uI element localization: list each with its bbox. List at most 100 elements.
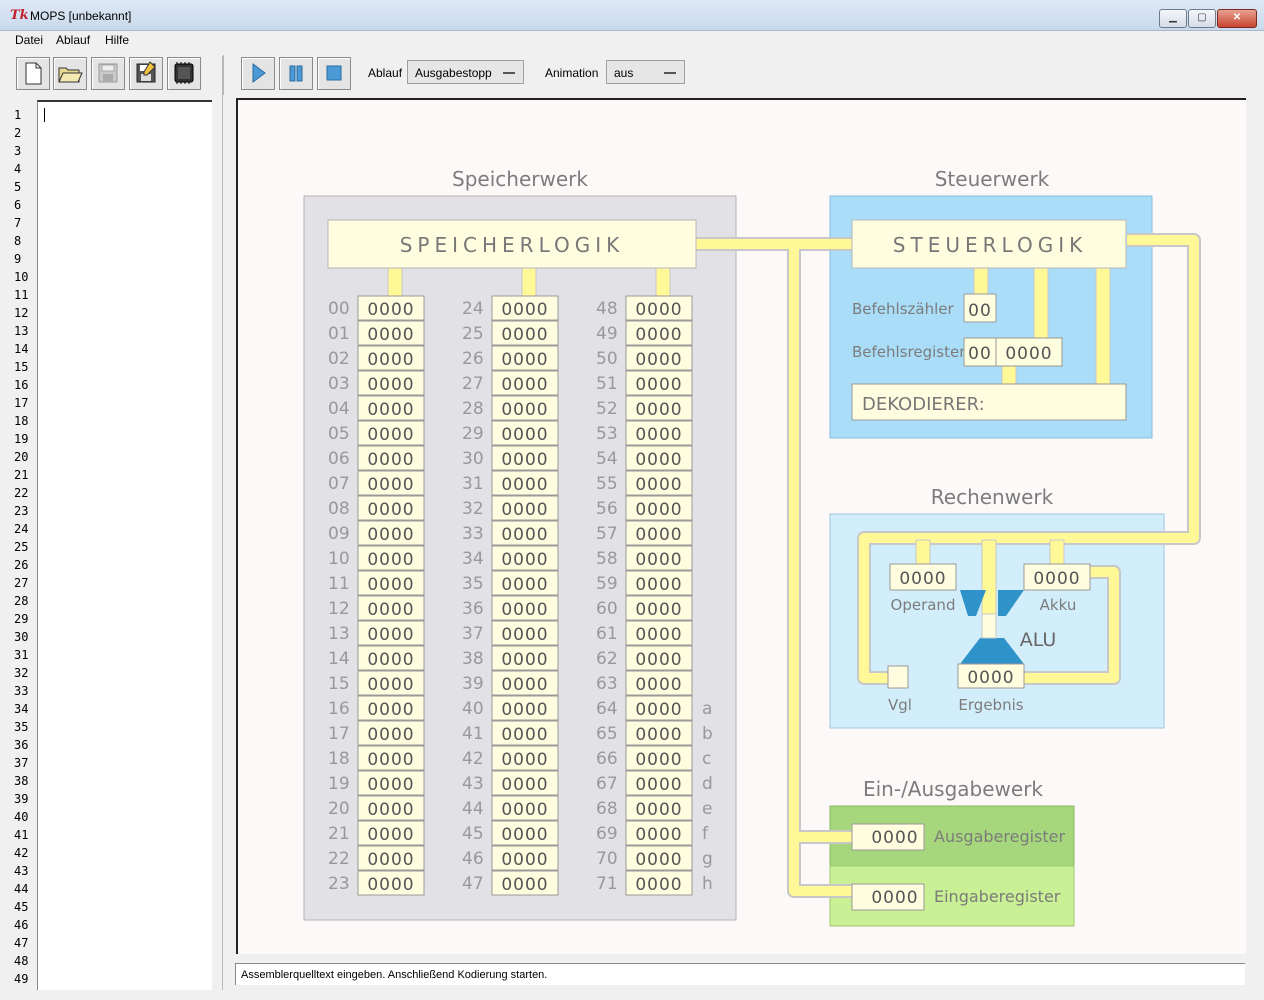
memory-cell[interactable]	[625, 470, 693, 496]
memory-cell[interactable]	[625, 520, 693, 546]
memory-cell[interactable]	[491, 795, 559, 821]
memory-cell[interactable]	[625, 570, 693, 596]
memory-value: 0000	[635, 825, 682, 845]
menu-hilfe[interactable]: Hilfe	[105, 33, 130, 47]
memory-cell[interactable]	[491, 570, 559, 596]
memory-cell[interactable]	[357, 370, 425, 396]
memory-cell[interactable]	[625, 820, 693, 846]
window-title: MOPS [unbekannt]	[30, 9, 132, 23]
memory-address: 66	[596, 749, 618, 769]
memory-cell[interactable]	[491, 320, 559, 346]
memory-value: 0000	[367, 625, 414, 645]
memory-cell[interactable]	[357, 420, 425, 446]
memory-cell[interactable]	[625, 620, 693, 646]
memory-cell[interactable]	[491, 445, 559, 471]
memory-cell[interactable]	[625, 595, 693, 621]
memory-cell[interactable]	[625, 395, 693, 421]
new-file-button[interactable]	[16, 57, 50, 90]
memory-cell[interactable]	[491, 345, 559, 371]
menu-datei[interactable]: Datei	[15, 33, 44, 47]
memory-cell[interactable]	[625, 645, 693, 671]
source-editor[interactable]	[37, 100, 212, 990]
control-stubs	[973, 267, 1111, 385]
memory-cell[interactable]	[491, 820, 559, 846]
memory-cell[interactable]	[357, 295, 425, 321]
memory-cell[interactable]	[357, 345, 425, 371]
memory-cell[interactable]	[357, 470, 425, 496]
memory-cell[interactable]	[491, 520, 559, 546]
memory-cell[interactable]	[491, 545, 559, 571]
run-button[interactable]	[241, 57, 275, 90]
memory-cell[interactable]	[357, 720, 425, 746]
memory-cell[interactable]	[491, 420, 559, 446]
save-button[interactable]	[91, 57, 125, 90]
memory-cell[interactable]	[357, 670, 425, 696]
memory-cell[interactable]	[625, 845, 693, 871]
memory-cell[interactable]	[357, 570, 425, 596]
memory-cell[interactable]	[357, 520, 425, 546]
animation-select[interactable]: aus	[606, 60, 685, 84]
memory-cell[interactable]	[625, 770, 693, 796]
memory-cell[interactable]	[491, 745, 559, 771]
memory-cell[interactable]	[625, 345, 693, 371]
memory-cell[interactable]	[491, 845, 559, 871]
memory-cell[interactable]	[625, 320, 693, 346]
memory-cell[interactable]	[491, 370, 559, 396]
memory-cell[interactable]	[625, 445, 693, 471]
memory-cell[interactable]	[357, 645, 425, 671]
memory-cell[interactable]	[491, 695, 559, 721]
menu-ablauf[interactable]: Ablauf	[56, 33, 91, 47]
memory-cell[interactable]	[491, 595, 559, 621]
memory-cell[interactable]	[625, 370, 693, 396]
animation-label: Animation	[545, 66, 599, 80]
memory-cell[interactable]	[491, 870, 559, 896]
memory-cell[interactable]	[625, 420, 693, 446]
pause-button[interactable]	[279, 57, 313, 90]
memory-cell[interactable]	[625, 670, 693, 696]
memory-cell[interactable]	[491, 720, 559, 746]
maximize-button[interactable]: ▢	[1188, 9, 1216, 28]
memory-cell[interactable]	[357, 545, 425, 571]
memory-cell[interactable]	[357, 320, 425, 346]
input-register[interactable]	[851, 883, 925, 911]
minimize-button[interactable]: ▁	[1159, 9, 1187, 28]
memory-cell[interactable]	[491, 295, 559, 321]
memory-cell[interactable]	[491, 495, 559, 521]
open-file-button[interactable]	[53, 57, 87, 90]
close-button[interactable]: ✕	[1217, 9, 1257, 28]
memory-cell[interactable]	[625, 495, 693, 521]
memory-cell[interactable]	[357, 745, 425, 771]
memory-cell[interactable]	[625, 545, 693, 571]
memory-cell[interactable]	[357, 695, 425, 721]
pane-splitter[interactable]	[222, 56, 223, 991]
memory-cell[interactable]	[357, 845, 425, 871]
memory-cell[interactable]	[357, 870, 425, 896]
memory-cell[interactable]	[357, 445, 425, 471]
memory-cell[interactable]	[357, 820, 425, 846]
memory-cell[interactable]	[625, 745, 693, 771]
memory-cell[interactable]	[357, 795, 425, 821]
ir-arg-value: 0000	[1005, 344, 1052, 364]
memory-cell[interactable]	[491, 395, 559, 421]
memory-cell[interactable]	[491, 620, 559, 646]
memory-cell[interactable]	[625, 720, 693, 746]
memory-cell[interactable]	[357, 495, 425, 521]
memory-cell[interactable]	[491, 770, 559, 796]
memory-cell[interactable]	[625, 295, 693, 321]
memory-cell[interactable]	[357, 595, 425, 621]
save-as-button[interactable]	[129, 57, 163, 90]
memory-cell[interactable]	[357, 770, 425, 796]
memory-cell[interactable]	[625, 795, 693, 821]
line-number: 36	[14, 738, 29, 752]
memory-cell[interactable]	[357, 620, 425, 646]
memory-cell[interactable]	[491, 470, 559, 496]
memory-cell[interactable]	[625, 695, 693, 721]
stop-button[interactable]	[317, 57, 351, 90]
assemble-button[interactable]	[167, 57, 201, 90]
memory-address: 70	[596, 849, 618, 869]
memory-cell[interactable]	[625, 870, 693, 896]
memory-cell[interactable]	[491, 645, 559, 671]
memory-cell[interactable]	[357, 395, 425, 421]
ablauf-select[interactable]: Ausgabestopp	[407, 60, 524, 84]
memory-cell[interactable]	[491, 670, 559, 696]
